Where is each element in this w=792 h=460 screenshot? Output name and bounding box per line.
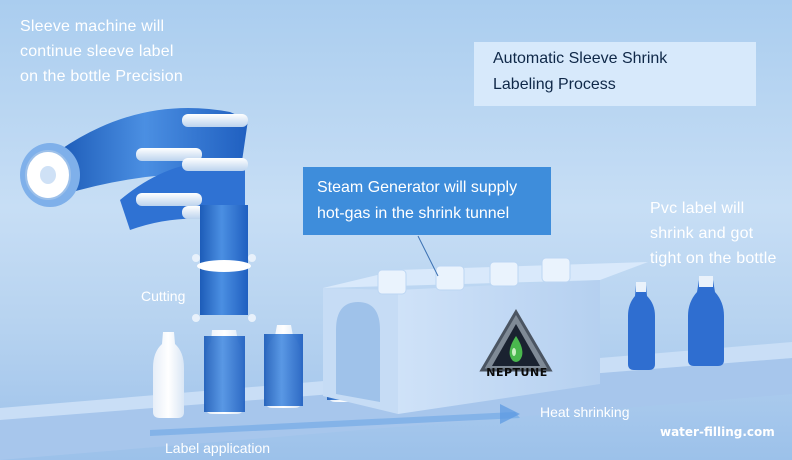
heat-shrinking-label: Heat shrinking: [540, 404, 630, 420]
sleeve-note-line-2: continue sleeve label: [20, 43, 174, 60]
sleeve-machine-note: Sleeve machine will continue sleeve labe…: [20, 14, 183, 89]
steam-generator-note: Steam Generator will supply hot-gas in t…: [303, 167, 551, 235]
label-application-label: Label application: [165, 440, 271, 456]
title-box: Automatic Sleeve Shrink Labeling Process: [474, 42, 756, 106]
sleeve-note-line-1: Sleeve machine will: [20, 18, 165, 35]
sleeved-bottle-1: [204, 330, 245, 414]
title-line-1: Automatic Sleeve Shrink: [493, 50, 668, 67]
sleeved-bottle-2: [264, 325, 303, 408]
pvc-note-line-2: shrink and got: [650, 225, 754, 242]
plain-bottle: [153, 332, 184, 418]
website-watermark: water-filling.com: [660, 425, 775, 439]
steam-note-line-2: hot-gas in the shrink tunnel: [317, 205, 510, 222]
pvc-label-note: Pvc label will shrink and got tight on t…: [650, 196, 777, 271]
cutting-label: Cutting: [141, 288, 186, 304]
steam-note-line-1: Steam Generator will supply: [317, 179, 518, 196]
sleeve-note-line-3: on the bottle Precision: [20, 68, 183, 85]
heat-nozzles: [377, 257, 571, 295]
shrunk-bottle-1: [628, 282, 655, 370]
pvc-note-line-3: tight on the bottle: [650, 250, 777, 267]
neptune-logo-mark: [479, 309, 553, 372]
pvc-note-line-1: Pvc label will: [650, 200, 745, 217]
shrunk-bottle-2: [688, 276, 724, 366]
sleeve-column: [192, 205, 256, 322]
title-line-2: Labeling Process: [493, 76, 616, 93]
neptune-logo-text: NEPTUNE: [486, 366, 548, 379]
neptune-logo: NEPTUNE: [478, 308, 554, 384]
